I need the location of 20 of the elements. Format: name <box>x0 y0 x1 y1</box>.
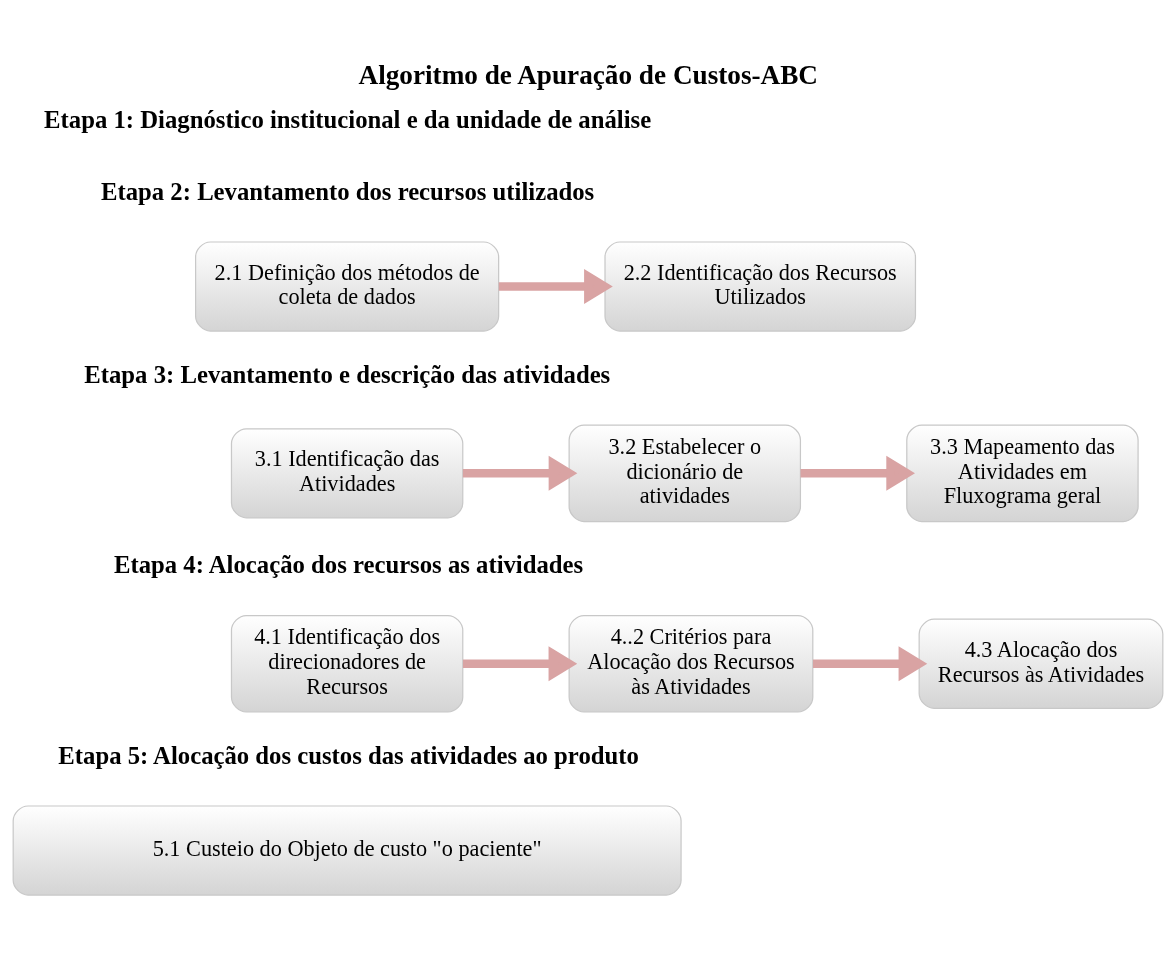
node-box: 3.2 Estabelecer o dicionário de atividades <box>568 424 802 523</box>
arrow <box>813 646 928 682</box>
label: Etapa 5: Alocação dos custos das atividades ao produto <box>58 741 639 769</box>
node-box: 4.3 Alocação dos Recursos às Atividades <box>918 618 1164 709</box>
arrow <box>498 268 613 305</box>
label: Etapa 3: Levantamento e descrição das atividades <box>84 361 611 388</box>
label: Etapa 1: Diagnóstico institucional e da unidade de análise <box>44 106 652 134</box>
node-box: 3.1 Identificação das Atividades <box>230 428 464 519</box>
arrow <box>800 455 915 491</box>
node-box: 5.1 Custeio do Objeto de custo "o paciente" <box>12 805 682 896</box>
diagram-title: Algoritmo de Apuração de Custos-ABC <box>358 60 818 91</box>
node-box: 2.1 Definição dos métodos de coleta de dados <box>195 241 500 332</box>
arrow <box>462 646 578 682</box>
node-box: 4..2 Critérios para Alocação dos Recursos às Atividades <box>568 614 814 713</box>
node-box: 4.1 Identificação dos direcionadores de Recursos <box>230 614 464 713</box>
arrow <box>462 455 578 491</box>
label: Etapa 2: Levantamento dos recursos utilizados <box>100 177 595 205</box>
node-box: 3.3 Mapeamento das Atividades em Fluxograma geral <box>906 424 1139 523</box>
label: Etapa 4: Alocação dos recursos as atividades <box>113 551 584 579</box>
node-box: 2.2 Identificação dos Recursos Utilizados <box>604 241 917 332</box>
